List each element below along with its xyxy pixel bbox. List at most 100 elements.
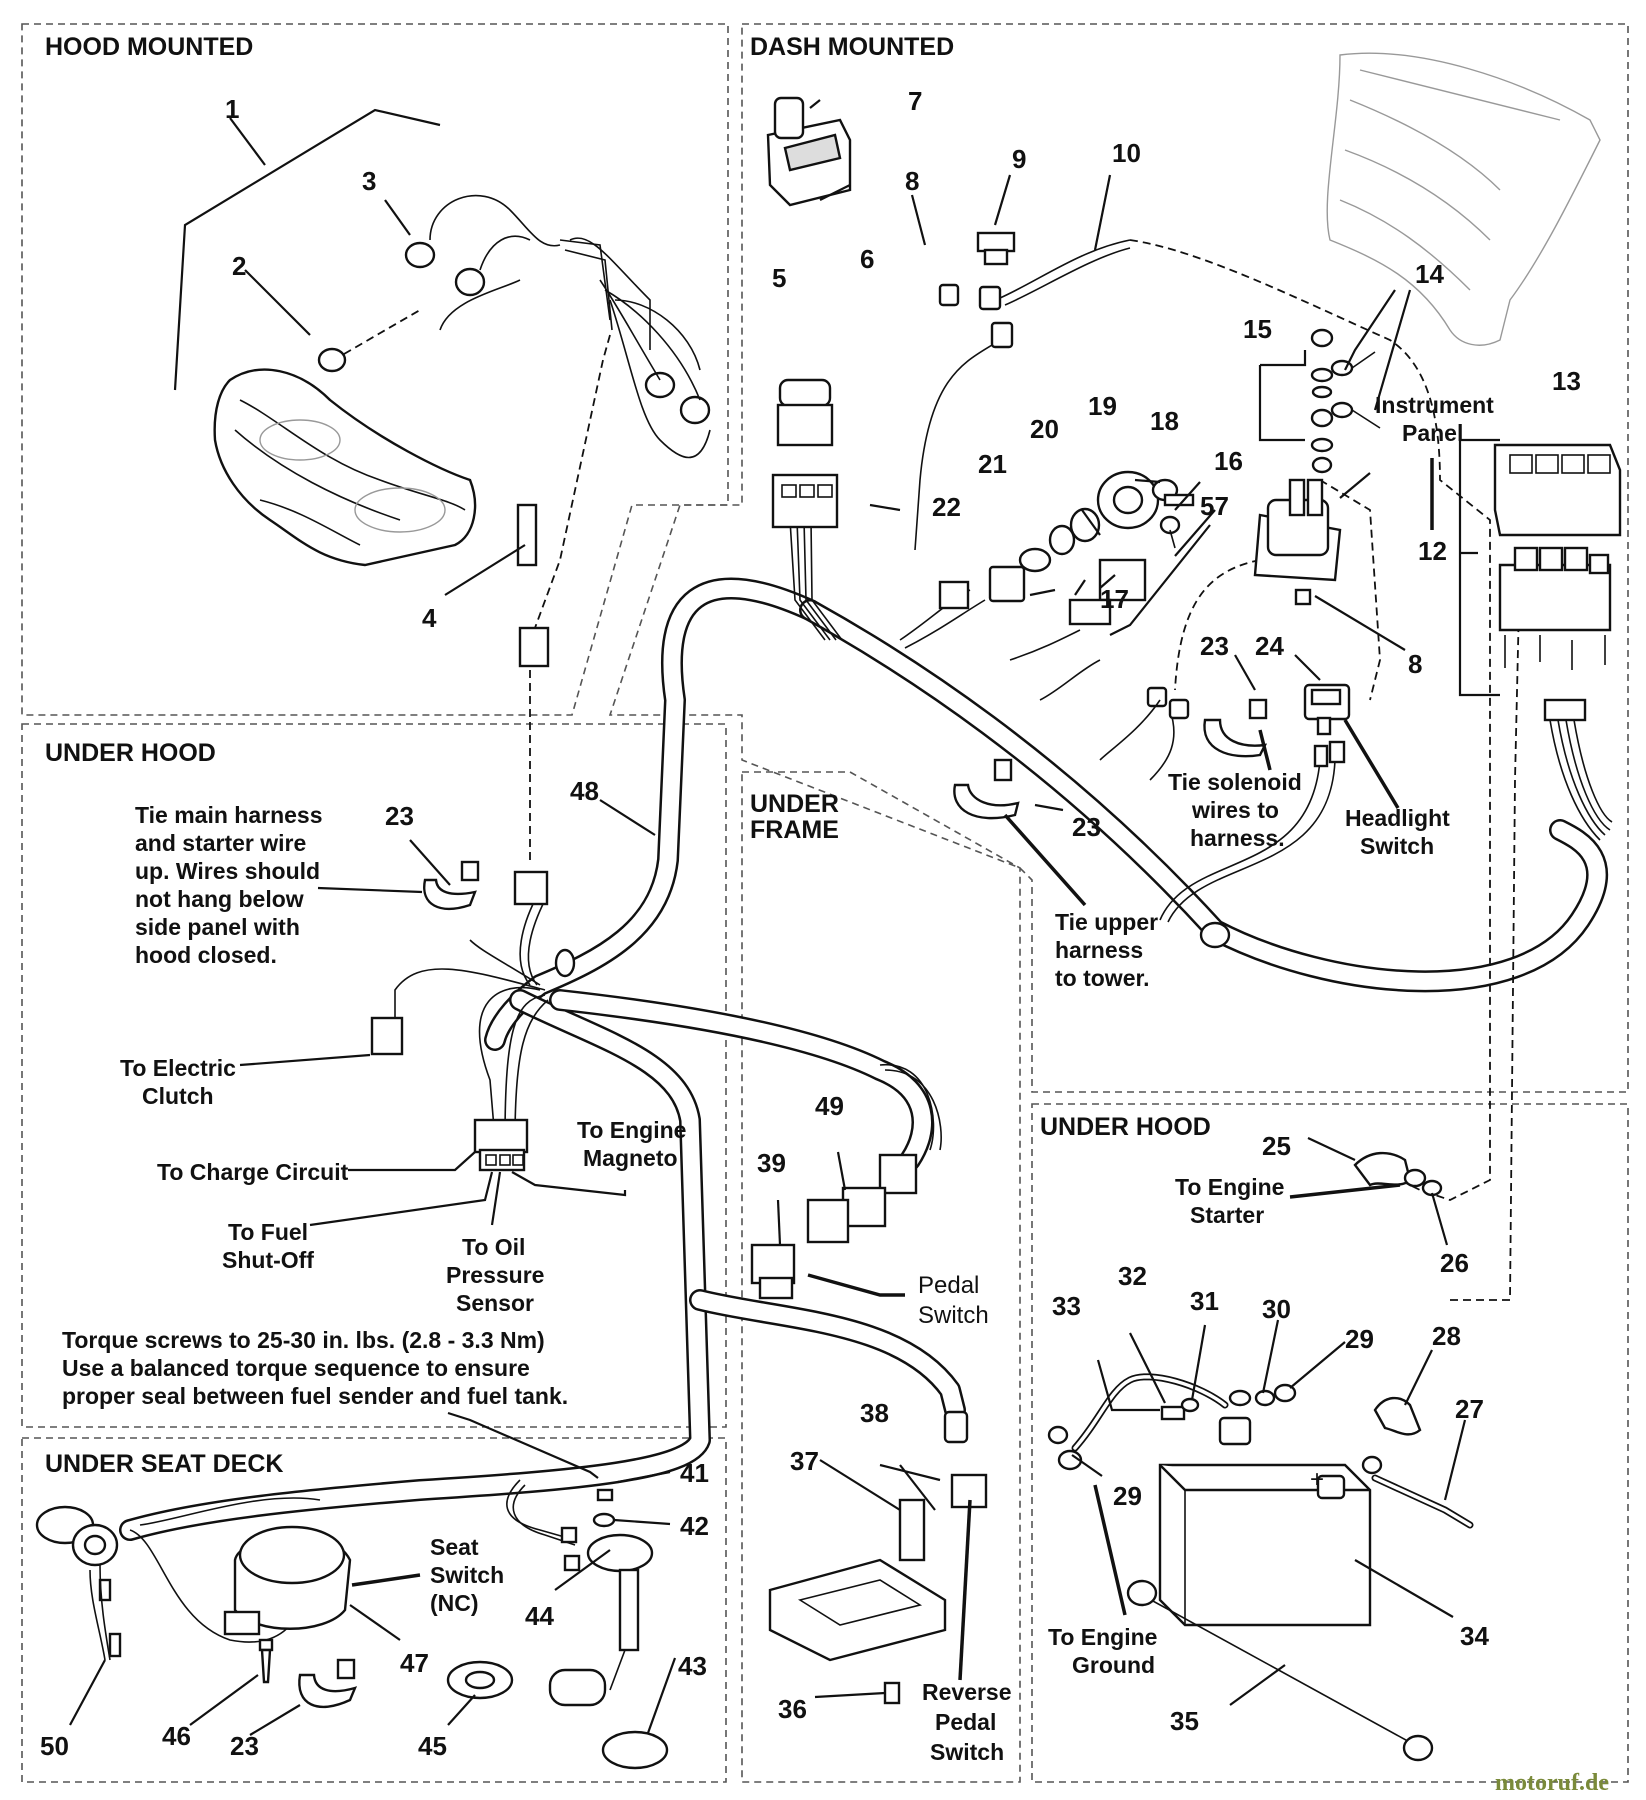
callout-24: 24	[1255, 631, 1284, 661]
callout-7: 7	[908, 86, 922, 116]
solenoid-dashed-2	[1174, 559, 1261, 691]
note-tie-main-1: Tie main harness	[135, 802, 323, 828]
battery-cables	[1047, 1373, 1474, 1529]
callout-30: 30	[1262, 1294, 1291, 1324]
instrument-panel-13	[1493, 443, 1622, 722]
callout-50: 50	[40, 1731, 69, 1761]
cable-tie-23-seat	[298, 1658, 358, 1709]
callout-31: 31	[1190, 1286, 1219, 1316]
note-seat-switch-2: Switch	[430, 1562, 504, 1588]
bulb	[317, 347, 347, 373]
fuel-cap-connector	[35, 1505, 122, 1661]
callout-46: 46	[162, 1721, 191, 1751]
section-title-under-hood-left: UNDER HOOD	[45, 739, 216, 767]
callout-35: 35	[1170, 1706, 1199, 1736]
brake-sensor-9	[938, 231, 1131, 349]
note-tie-upper-1: Tie upper	[1055, 909, 1158, 935]
battery-hardware	[1160, 1383, 1297, 1421]
section-title-hood-mounted: HOOD MOUNTED	[45, 33, 253, 61]
note-engine-magneto-2: Magneto	[583, 1145, 678, 1171]
callout-57: 57	[1200, 491, 1229, 521]
callout-41: 41	[680, 1458, 709, 1488]
starter-solenoid	[1253, 478, 1342, 582]
cap-43	[601, 1730, 669, 1770]
note-tie-upper-2: harness	[1055, 937, 1143, 963]
harness-tie-point	[1199, 921, 1231, 949]
note-engine-starter-1: To Engine	[1175, 1174, 1284, 1200]
callout-23-seat: 23	[230, 1731, 259, 1761]
note-engine-starter-2: Starter	[1190, 1202, 1264, 1228]
note-engine-ground-2: Ground	[1072, 1652, 1155, 1678]
callout-2: 2	[232, 251, 246, 281]
callout-13: 13	[1552, 366, 1581, 396]
callout-21: 21	[978, 449, 1007, 479]
main-harness	[119, 577, 1609, 1541]
keys	[1151, 478, 1195, 549]
gasket-45	[446, 1660, 514, 1700]
callout-23-dash-b: 23	[1072, 812, 1101, 842]
callout-numbers: 1 2 3 4 5 6 7 8 9 10 12 13 14 15 16 17 1…	[40, 86, 1581, 1761]
hood-harness-connector	[513, 870, 549, 906]
hood-dashed-wire	[524, 334, 611, 656]
callout-18: 18	[1150, 406, 1179, 436]
callout-3: 3	[362, 166, 376, 196]
callout-27: 27	[1455, 1394, 1484, 1424]
callout-15: 15	[1243, 314, 1272, 344]
callout-17: 17	[1100, 584, 1129, 614]
cable-ties-dash	[953, 698, 1268, 820]
callout-33: 33	[1052, 1291, 1081, 1321]
note-seat-switch-3: (NC)	[430, 1590, 479, 1616]
callout-47: 47	[400, 1648, 429, 1678]
note-electric-clutch-1: To Electric	[120, 1055, 236, 1081]
note-tie-main-4: not hang below	[135, 886, 304, 912]
ground-cable-dashed	[1450, 559, 1521, 1301]
note-tie-main-3: up. Wires should	[135, 858, 320, 884]
callout-44: 44	[525, 1601, 554, 1631]
callout-23-underhood: 23	[385, 801, 414, 831]
watermark: motoruf.de	[1495, 1770, 1609, 1796]
callout-43: 43	[678, 1651, 707, 1681]
leader-lines	[69, 99, 1500, 1736]
callout-39: 39	[757, 1148, 786, 1178]
note-oil-pressure-2: Pressure	[446, 1262, 544, 1288]
callout-4: 4	[422, 603, 437, 633]
callout-19: 19	[1088, 391, 1117, 421]
fuel-sender-connector	[560, 1526, 581, 1572]
note-tie-main-5: side panel with	[135, 914, 300, 940]
terminal-boots	[1353, 1151, 1443, 1436]
zone-under-hood-left	[21, 723, 727, 1428]
callout-23-dash-a: 23	[1200, 631, 1229, 661]
note-torque-3: proper seal between fuel sender and fuel…	[62, 1383, 568, 1409]
connector-wires-instrument	[1549, 719, 1613, 841]
note-fuel-shutoff-1: To Fuel	[228, 1219, 308, 1245]
callout-9: 9	[1012, 144, 1026, 174]
branch-wires	[129, 339, 1336, 1643]
section-title-under-frame-2: FRAME	[750, 816, 839, 844]
callout-45: 45	[418, 1731, 447, 1761]
pedal-connectors	[750, 1153, 918, 1300]
callout-14: 14	[1415, 259, 1444, 289]
bulb-sockets	[404, 241, 711, 425]
headlight-switch-24	[1303, 683, 1351, 768]
note-charge-circuit: To Charge Circuit	[157, 1159, 349, 1185]
zone-dash-mounted	[608, 23, 1629, 1093]
section-zones	[21, 23, 1629, 1783]
note-tie-solenoid-1: Tie solenoid	[1168, 769, 1302, 795]
multi-connector	[473, 1118, 529, 1172]
clutch-connector	[370, 1016, 404, 1056]
note-instrument-panel-2: Panel	[1402, 420, 1463, 446]
hood-tower-outline	[1326, 52, 1601, 346]
solenoid-hardware	[1294, 328, 1381, 606]
callout-34: 34	[1460, 1621, 1489, 1651]
note-tie-main-2: and starter wire	[135, 830, 306, 856]
zone-under-hood-right	[1031, 1103, 1629, 1783]
callout-42: 42	[680, 1511, 709, 1541]
callout-32: 32	[1118, 1261, 1147, 1291]
note-headlight-switch-1: Headlight	[1345, 805, 1450, 831]
callout-38: 38	[860, 1398, 889, 1428]
reverse-bracket	[768, 1410, 988, 1705]
pto-switch	[771, 378, 839, 529]
connector-4	[518, 626, 550, 668]
callout-6: 6	[860, 244, 874, 274]
